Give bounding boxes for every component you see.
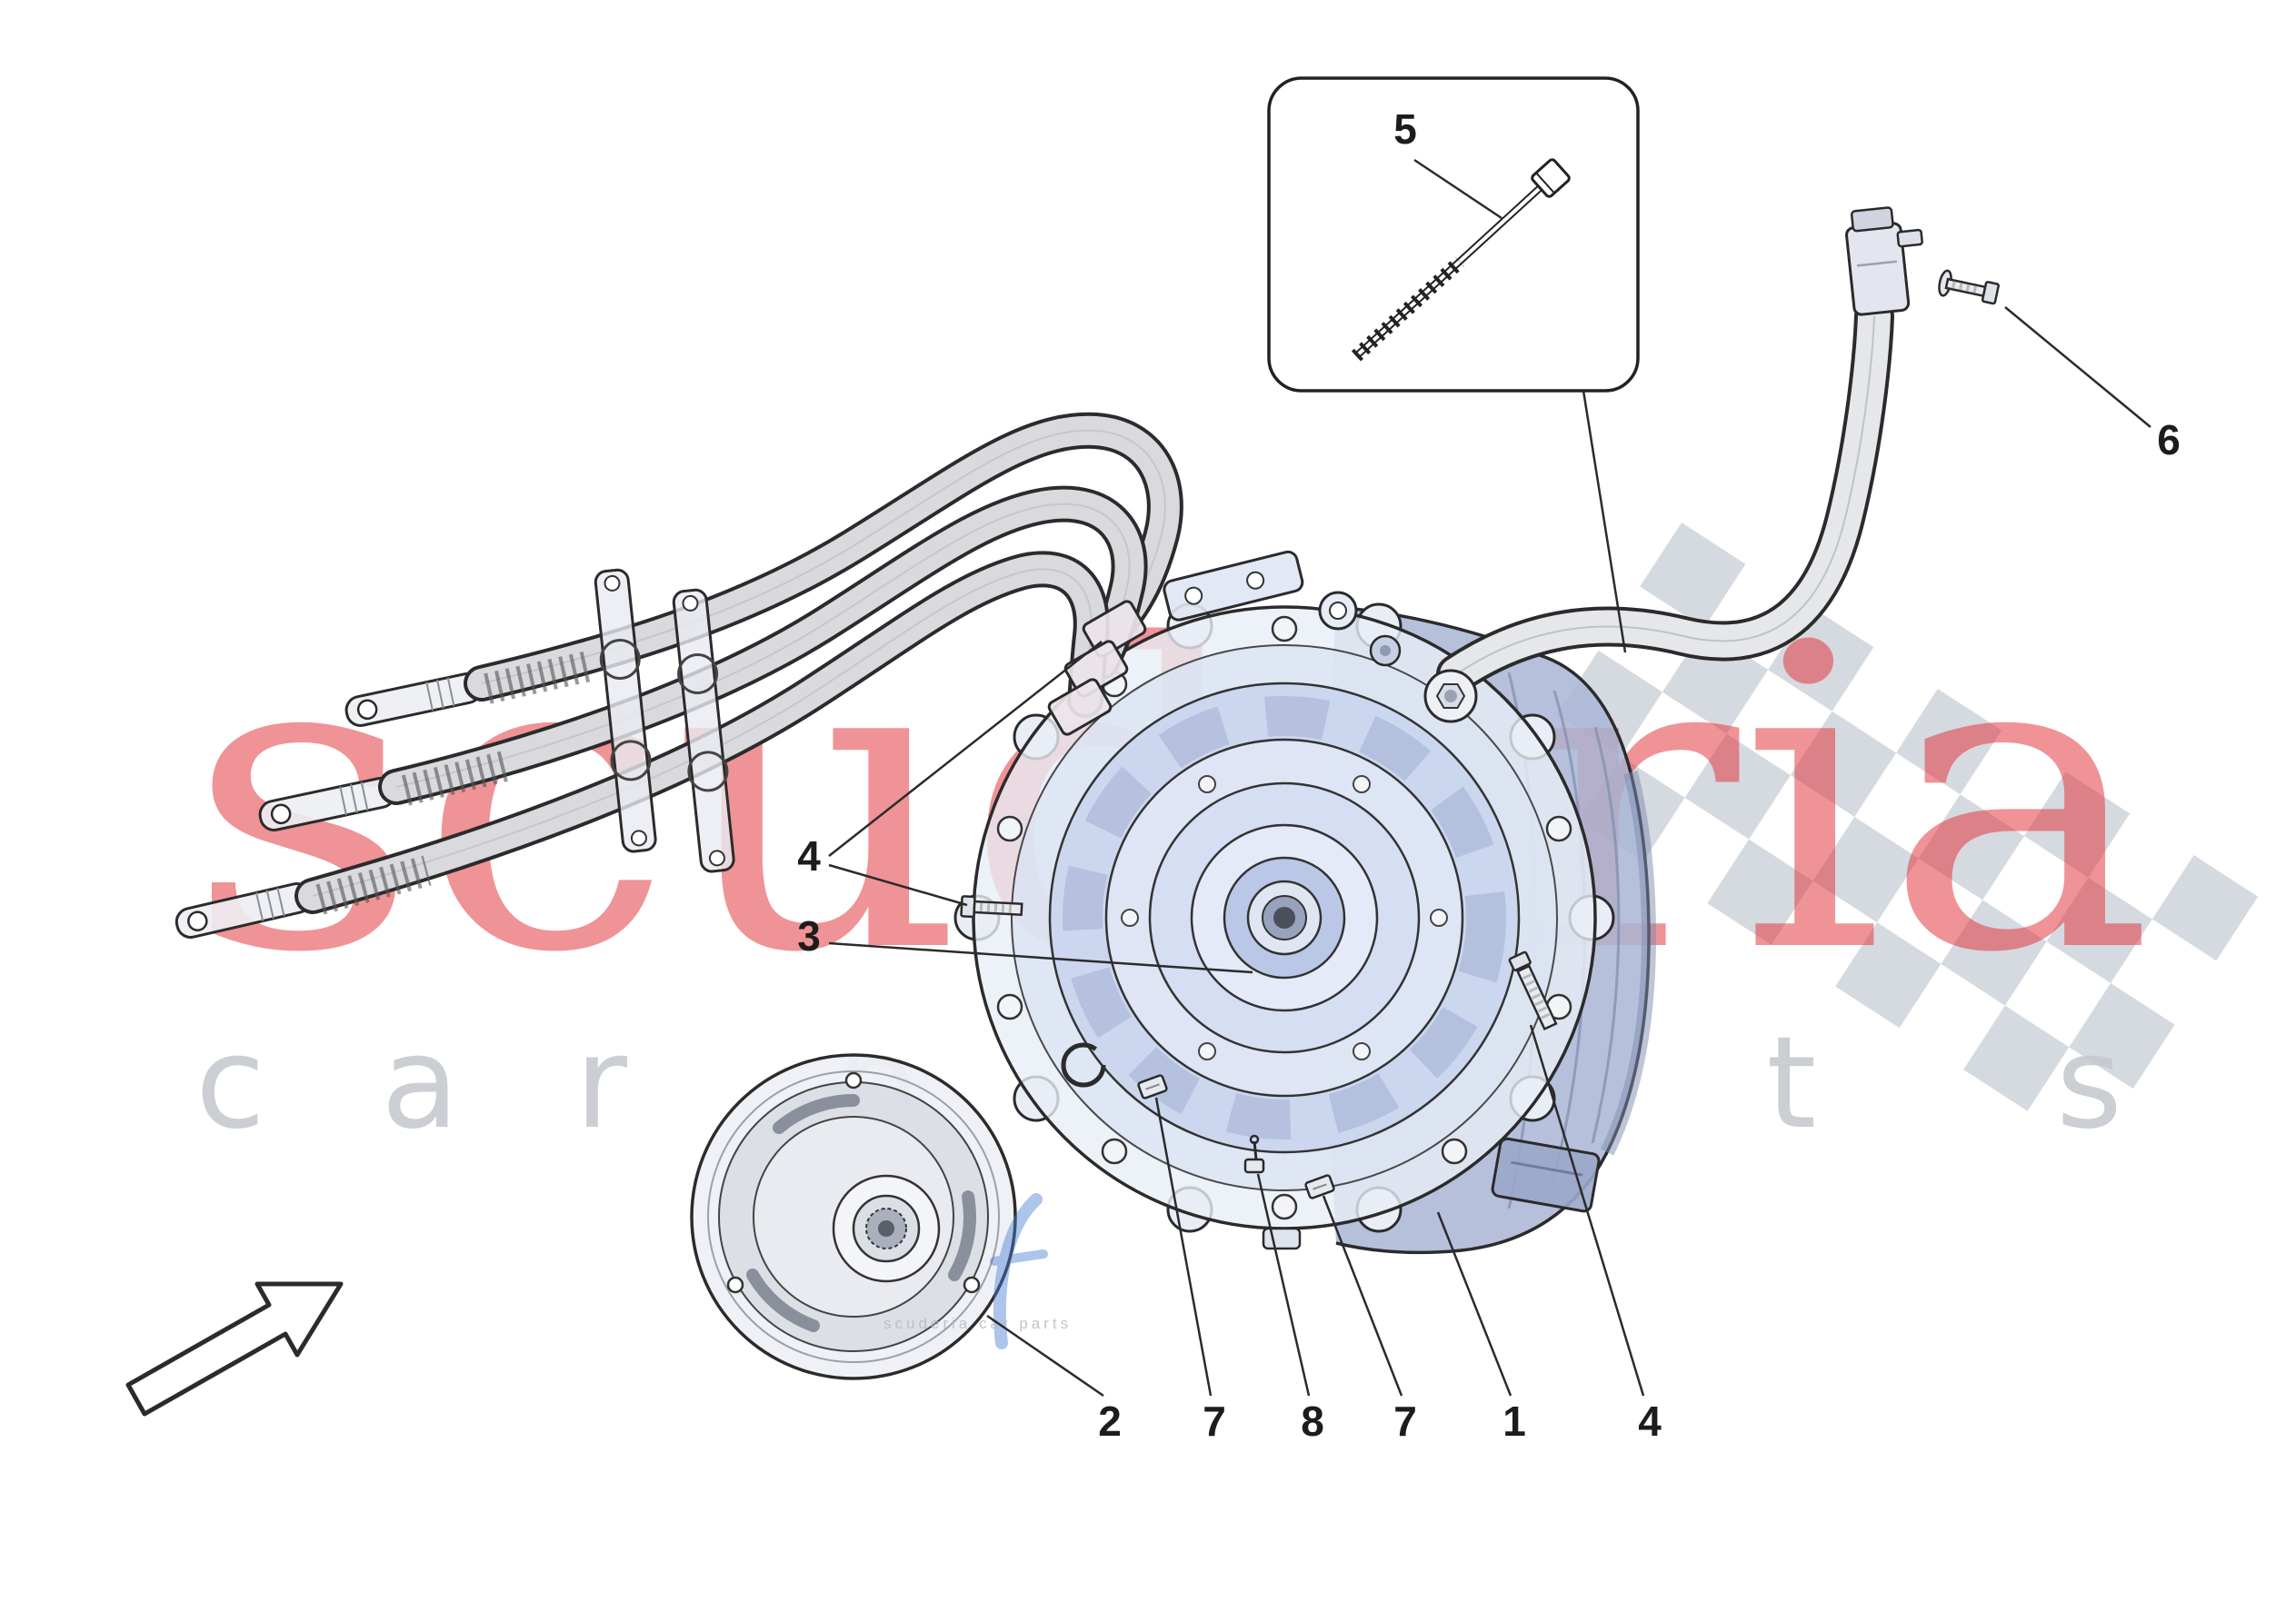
inset-box [1267,76,1640,393]
cable-corrugation [401,750,514,806]
pin-clip-8 [1243,1134,1265,1174]
leader-lines [828,158,2151,1398]
callout-3: 3 [797,912,821,960]
motor-bottom-tab [1262,1227,1302,1250]
cable-connector-block [1047,678,1113,736]
flange-screw-4a [960,895,1023,919]
battery-cable-connector [1845,206,1923,316]
inset-leader-line [1582,390,1627,653]
stator-segments [1063,696,1506,1139]
leader-line-6 [2004,306,2151,428]
motor-housing-rib [1591,726,1621,1144]
callout-2: 2 [1098,1398,1122,1445]
callout-7a: 7 [1203,1398,1226,1445]
flag-square [1707,839,1813,945]
leader-line-4a-1 [828,641,1103,857]
flange-screw-4b [1508,950,1558,1031]
rotor-bolts [1121,775,1448,1060]
watermark-logo-f-bar [990,1249,1048,1266]
torque-converter [690,1053,1017,1380]
flag-square [2023,771,2131,878]
leader-line-4a-2 [828,863,968,907]
leader-line-7a [1154,1097,1213,1397]
flag-square [1963,1005,2070,1111]
flag-square [1941,900,2047,1006]
converter-slot [773,1094,860,1134]
retaining-clip-7b [1304,1174,1335,1199]
inset-box-group [1267,76,1640,653]
retaining-clip-7a [1137,1074,1168,1100]
direction-arrow-icon [125,1281,344,1417]
callout-8: 8 [1301,1398,1324,1445]
leader-line-5 [1413,158,1502,220]
flag-square [2069,982,2175,1090]
snap-ring [1061,1042,1106,1088]
converter-slot [746,1269,820,1332]
converter-slot [948,1190,976,1281]
cable-tie-serration [1351,256,1465,362]
flag-square [1790,711,1897,817]
leader-line-3 [828,941,1253,974]
converter-stud [963,1276,981,1294]
motor-terminal-box [1491,1137,1601,1213]
flag-square [1684,733,1791,840]
leader-line-1 [1436,1211,1512,1397]
flag-square [1640,522,1746,629]
callout-4a: 4 [797,832,821,880]
callouts: 5 6 4 3 2 7 8 7 1 4 [797,105,2181,1445]
callout-5: 5 [1393,105,1417,153]
battery-cable-ring-terminal [1423,669,1478,723]
motor-lifting-eye [1318,591,1358,631]
cable-tie [1351,158,1571,362]
flag-square [2151,854,2259,961]
converter-stud [844,1071,863,1090]
terminal-bolt [1938,269,2000,305]
motor-top-bracket [1163,550,1304,622]
battery-cable [1423,206,1923,723]
flag-square [1835,922,1942,1029]
cable-corrugation [315,855,432,915]
cable-lug [175,882,313,939]
flag-square [1918,794,2024,901]
leader-line-2 [986,1314,1104,1398]
motor-sensor [1369,634,1402,667]
callout-6: 6 [2157,416,2181,463]
converter-stud [726,1276,744,1294]
callout-4b: 4 [1638,1398,1662,1445]
flag-square [1896,688,2002,795]
cable-lug [344,672,483,727]
leader-line-8 [1256,1173,1311,1397]
motor-housing-edge-shade [1600,771,1657,1156]
callout-7b: 7 [1393,1398,1417,1445]
flag-square [2046,877,2152,983]
flag-square [1812,816,1919,923]
leader-line-7b [1322,1195,1403,1397]
watermark-caption: scuderia car parts [883,1315,1072,1332]
cable-bracket-plate [594,568,657,853]
hv-cable-group [175,412,1183,939]
cable-bracket-plate [672,588,735,873]
callout-1: 1 [1502,1398,1526,1445]
shaft-center [1273,907,1295,929]
leader-line-4b [1529,1024,1645,1397]
electric-motor-assembly [953,550,1657,1255]
